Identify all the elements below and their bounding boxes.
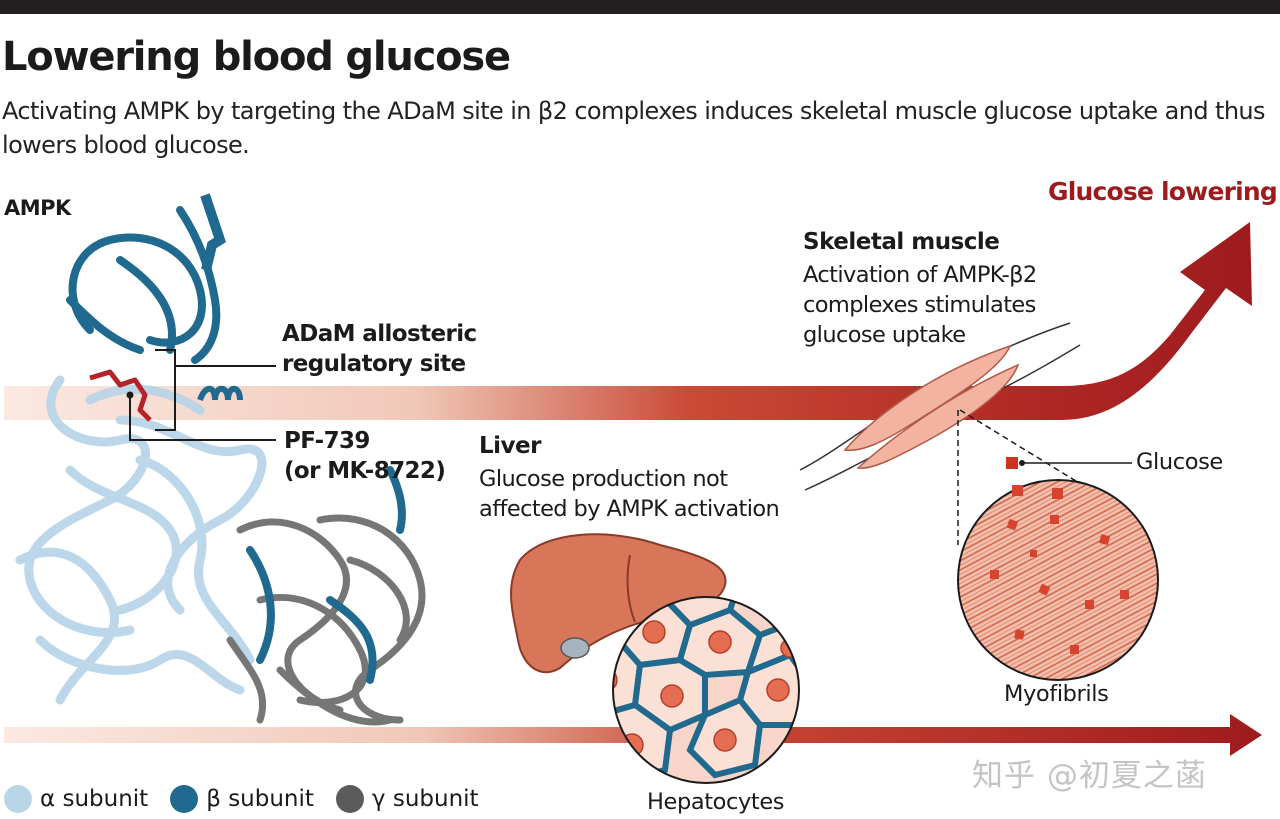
myofibrils-circle <box>957 479 1159 681</box>
adam-site-label: ADaM allosteric regulatory site <box>282 319 477 379</box>
legend-label-beta: β subunit <box>206 786 314 812</box>
beta-arrow-strand <box>200 193 226 272</box>
legend-item-beta: β subunit <box>170 785 314 813</box>
liver-description: Glucose production not affected by AMPK … <box>479 464 780 524</box>
muscle-fiber-1 <box>843 344 1012 452</box>
liver-line-2: affected by AMPK activation <box>479 496 780 522</box>
subunit-legend: α subunit β subunit γ subunit <box>4 785 501 813</box>
alpha-subunit-ribbon <box>15 375 267 705</box>
figure-subtitle: Activating AMPK by targeting the ADaM si… <box>2 94 1266 162</box>
glucose-lowering-arrow <box>4 222 1252 420</box>
hepatocytes-label: Hepatocytes <box>647 789 785 815</box>
glucose-lowering-label: Glucose lowering <box>1048 177 1278 206</box>
pf-739-label: PF-739 (or MK-8722) <box>284 426 446 486</box>
muscle-line-3: glucose uptake <box>803 322 966 348</box>
myofibrils-label: Myofibrils <box>1004 681 1109 707</box>
pf-739-leader-line <box>129 395 276 441</box>
gamma-swatch-icon <box>335 785 364 813</box>
watermark: 知乎 @初夏之菡 <box>972 758 1207 794</box>
skeletal-muscle <box>799 322 1081 491</box>
muscle-line-1: Activation of AMPK-β2 <box>803 262 1037 288</box>
pf-739-ligand <box>89 369 152 422</box>
alpha-swatch-icon <box>4 785 32 813</box>
legend-label-alpha: α subunit <box>40 786 149 812</box>
muscle-heading: Skeletal muscle <box>803 229 1000 255</box>
muscle-description: Activation of AMPK-β2 complexes stimulat… <box>803 260 1037 350</box>
subtitle-line-2: lowers blood glucose. <box>2 131 250 159</box>
legend-item-alpha: α subunit <box>4 785 148 813</box>
adam-line-2: regulatory site <box>282 351 466 377</box>
beta-swatch-icon <box>170 785 199 813</box>
pf-line-1: PF-739 <box>284 428 370 454</box>
legend-label-gamma: γ subunit <box>371 786 479 812</box>
muscle-fiber-2 <box>856 363 1020 469</box>
muscle-line-2: complexes stimulates <box>803 292 1036 318</box>
adam-site-bracket <box>155 349 176 431</box>
ampk-label: AMPK <box>4 196 71 220</box>
adam-line-1: ADaM allosteric <box>282 321 477 347</box>
helix-coils <box>197 385 243 402</box>
glucose-icon <box>1006 457 1018 469</box>
top-bar <box>0 0 1280 14</box>
subtitle-line-1: Activating AMPK by targeting the ADaM si… <box>2 97 1266 125</box>
pf-739-dot <box>126 391 134 399</box>
gamma-subunit-ribbon <box>226 514 426 726</box>
legend-item-gamma: γ subunit <box>335 785 479 813</box>
figure-title: Lowering blood glucose <box>2 34 511 80</box>
glucose-molecules <box>1012 485 1063 499</box>
beta-subunit-ribbon <box>66 206 406 684</box>
glucose-label: Glucose <box>1136 449 1223 475</box>
liver-line-1: Glucose production not <box>479 466 728 492</box>
pf-line-2: (or MK-8722) <box>284 458 446 484</box>
liver-heading: Liver <box>479 433 541 459</box>
